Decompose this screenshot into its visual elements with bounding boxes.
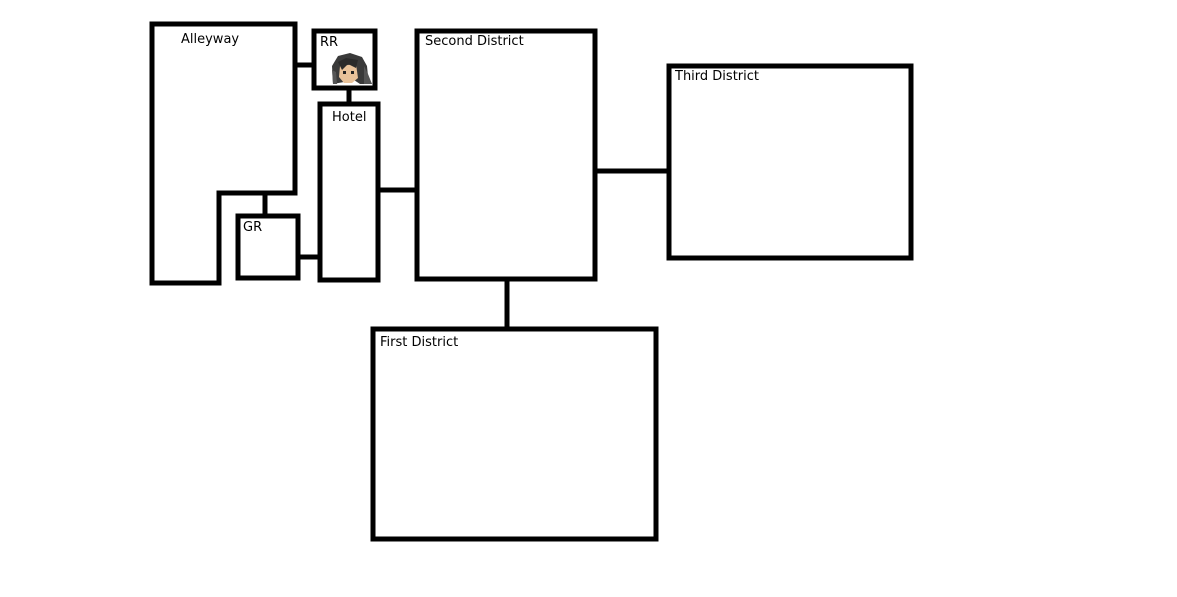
room-label-first-district: First District — [380, 335, 459, 350]
room-label-gr: GR — [243, 220, 263, 235]
room-label-alleyway: Alleyway — [181, 32, 240, 47]
room-rr[interactable] — [311, 28, 378, 91]
room-label-rr: RR — [320, 35, 339, 50]
room-second-district[interactable] — [414, 28, 598, 282]
room-label-second-district: Second District — [425, 34, 524, 49]
room-hotel[interactable] — [317, 101, 381, 283]
room-gr[interactable] — [235, 213, 301, 281]
character-portrait-icon — [332, 53, 372, 84]
room-third-district[interactable] — [666, 63, 914, 261]
room-first-district[interactable] — [370, 326, 659, 542]
room-label-third-district: Third District — [675, 69, 759, 84]
room-label-hotel: Hotel — [332, 110, 367, 125]
room-alleyway[interactable] — [149, 21, 298, 286]
